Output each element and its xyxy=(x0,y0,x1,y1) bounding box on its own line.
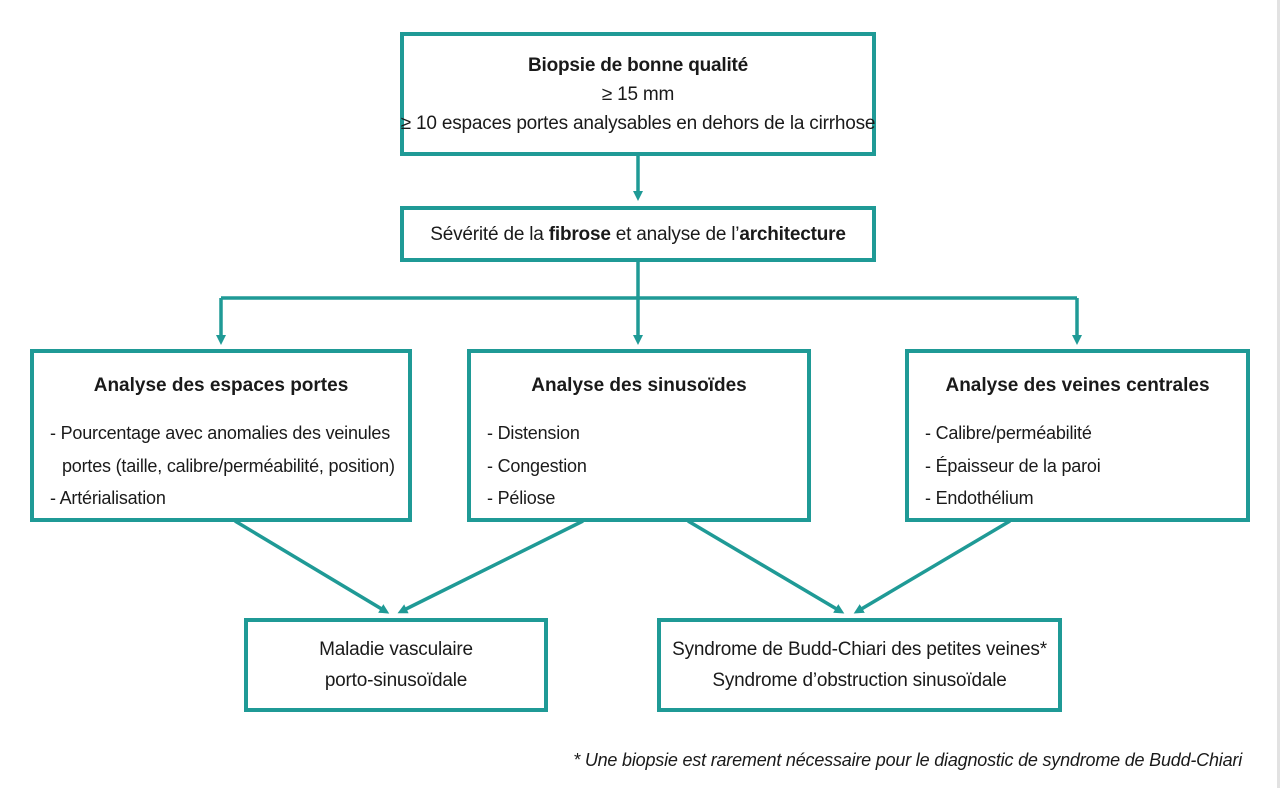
sinusoids-item: - Congestion xyxy=(487,455,587,476)
central-veins-analysis-box: Analyse des veines centrales - Calibre/p… xyxy=(905,349,1250,522)
biopsy-length-criterion: ≥ 15 mm xyxy=(601,83,675,105)
sinusoids-item: - Péliose xyxy=(487,488,556,508)
architecture-text-part: et analyse de l’ xyxy=(610,223,740,245)
outcome-line: Maladie vasculaire xyxy=(319,639,473,660)
central-veins-item: - Calibre/perméabilité xyxy=(925,423,1092,443)
arrow-sinusoides-to-budd xyxy=(687,519,845,614)
arrow-sinusoides-to-mvps xyxy=(397,519,584,614)
portal-spaces-item: portes (taille, calibre/perméabilité, po… xyxy=(62,455,395,476)
portal-spaces-item: - Artérialisation xyxy=(50,488,166,508)
portal-spaces-criterion: ≥ 10 espaces portes analysables en dehor… xyxy=(400,112,876,134)
fibrosis-architecture-text: Sévérité de la fibrose et analyse de l’a… xyxy=(430,220,846,249)
quality-biopsy-title: Biopsie de bonne qualité xyxy=(527,54,749,76)
portal-spaces-analysis-title: Analyse des espaces portes xyxy=(93,375,349,396)
portal-spaces-analysis-box: Analyse des espaces portes - Pourcentage… xyxy=(30,349,412,522)
budd-chiari-box: Syndrome de Budd-Chiari des petites vein… xyxy=(657,618,1062,712)
central-veins-item: - Épaisseur de la paroi xyxy=(925,455,1101,476)
outcome-line: Syndrome d’obstruction sinusoïdale xyxy=(712,670,1007,691)
central-veins-analysis-title: Analyse des veines centrales xyxy=(945,375,1210,396)
portal-spaces-item: - Pourcentage avec anomalies des veinule… xyxy=(50,423,391,443)
fibrosis-architecture-box: Sévérité de la fibrose et analyse de l’a… xyxy=(400,206,876,262)
architecture-keyword: architecture xyxy=(739,223,846,245)
fibrosis-text-part: Sévérité de la xyxy=(430,223,549,245)
sinusoids-analysis-title: Analyse des sinusoïdes xyxy=(531,375,747,396)
fibrosis-keyword: fibrose xyxy=(548,223,611,245)
arrow-portes-to-mvps xyxy=(234,519,390,614)
outcome-line: porto-sinusoïdale xyxy=(324,670,468,691)
outcome-line: Syndrome de Budd-Chiari des petites vein… xyxy=(672,639,1047,660)
quality-biopsy-box: Biopsie de bonne qualité ≥ 15 mm ≥ 10 es… xyxy=(400,32,876,156)
arrow-veines-to-budd xyxy=(853,519,1011,614)
central-veins-item: - Endothélium xyxy=(925,488,1034,508)
porto-sinusoidal-disease-box: Maladie vasculaire porto-sinusoïdale xyxy=(244,618,548,712)
sinusoids-analysis-box: Analyse des sinusoïdes - Distension - Co… xyxy=(467,349,811,522)
scrollbar-track[interactable] xyxy=(1277,0,1280,788)
sinusoids-item: - Distension xyxy=(487,423,580,443)
footnote: * Une biopsie est rarement nécessaire po… xyxy=(573,750,1242,770)
